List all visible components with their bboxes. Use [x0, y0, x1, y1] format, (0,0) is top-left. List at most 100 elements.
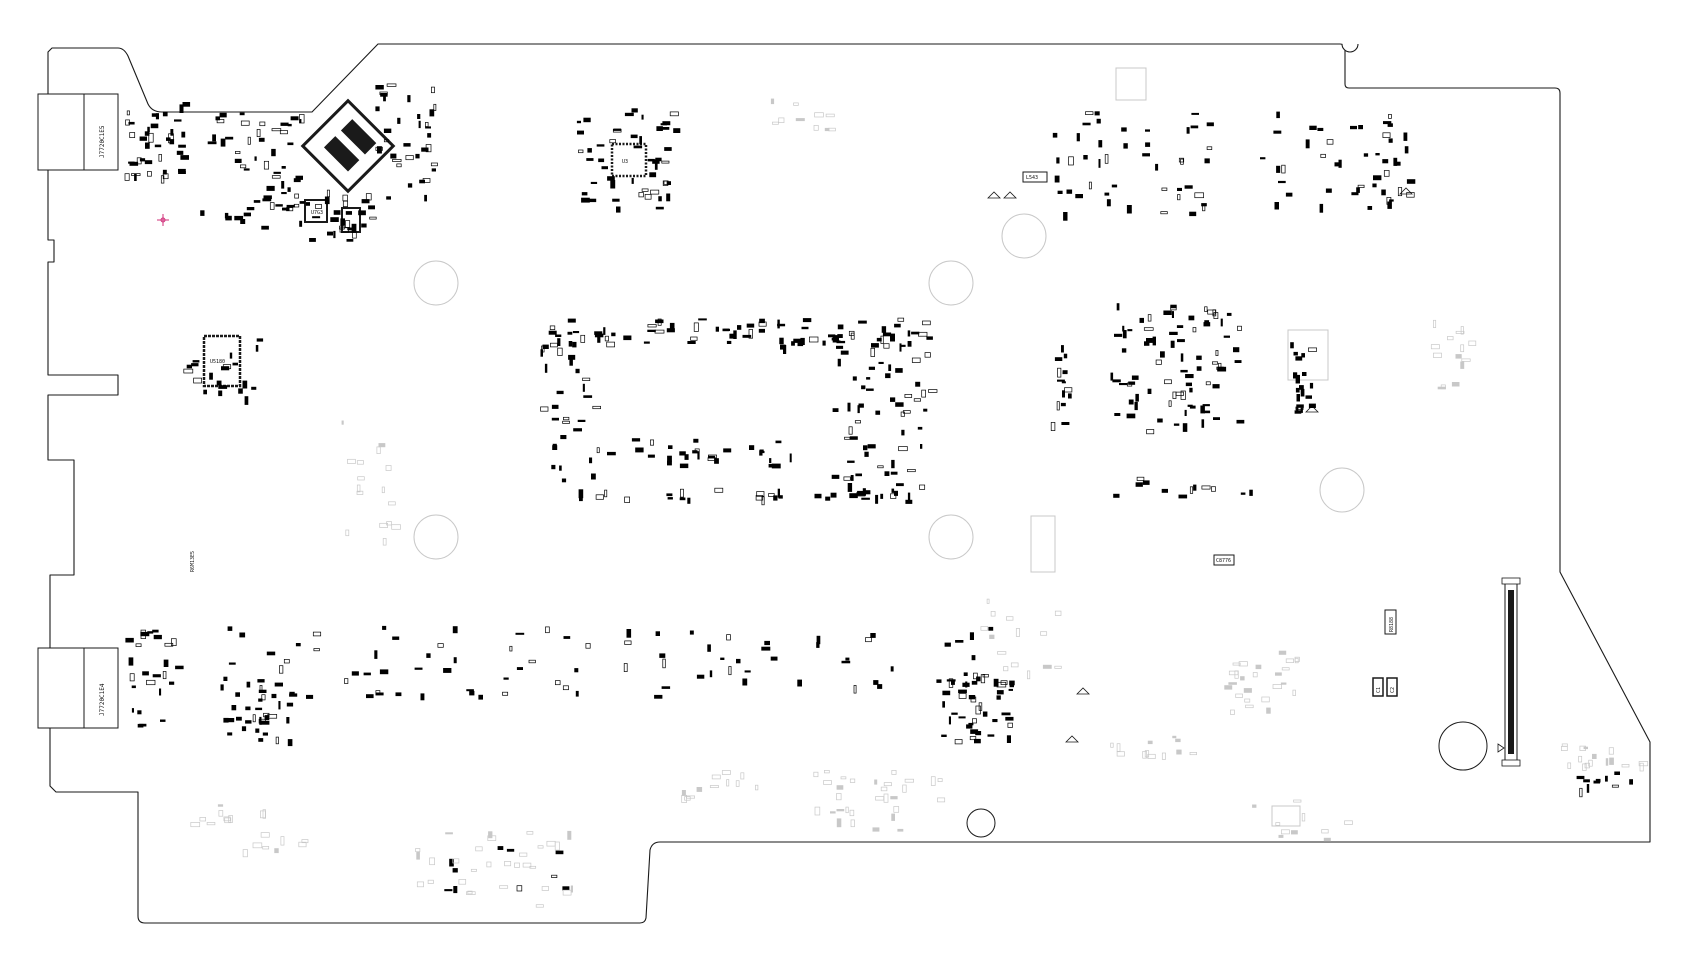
component-footprint — [1062, 371, 1068, 375]
component-footprint — [216, 380, 222, 386]
component-footprint — [415, 153, 420, 159]
component-footprint — [1291, 830, 1298, 835]
component-footprint — [1363, 153, 1369, 157]
component-footprint — [937, 778, 943, 782]
component-footprint — [586, 158, 594, 161]
component-footprint — [548, 330, 557, 335]
edge-connector-right — [1497, 577, 1521, 767]
component-footprint — [466, 689, 474, 692]
component-footprint — [837, 358, 841, 367]
component-footprint — [779, 337, 784, 345]
component-footprint — [555, 334, 562, 337]
component-footprint — [255, 707, 263, 711]
component-footprint — [1217, 366, 1227, 372]
component-footprint — [852, 376, 857, 381]
component-footprint — [506, 848, 515, 852]
component-footprint — [261, 694, 266, 701]
r-right-lower-label: R8188 — [1389, 617, 1395, 632]
component-footprint — [1128, 381, 1136, 385]
component-footprint — [1447, 336, 1454, 341]
component-footprint — [191, 363, 199, 367]
component-footprint — [973, 672, 978, 680]
component-footprint — [260, 832, 270, 838]
component-footprint — [631, 108, 638, 113]
component-footprint — [1098, 140, 1103, 148]
component-footprint — [1121, 348, 1127, 353]
component-footprint — [687, 341, 696, 344]
component-footprint — [664, 147, 672, 151]
component-footprint — [1176, 325, 1184, 328]
component-footprint — [1383, 170, 1390, 177]
component-footprint — [217, 804, 224, 807]
component-footprint — [375, 106, 380, 112]
component-footprint — [259, 716, 262, 725]
component-footprint — [562, 886, 570, 891]
component-footprint — [836, 345, 844, 349]
component-footprint — [1243, 688, 1252, 693]
component-footprint — [358, 210, 366, 216]
component-footprint — [726, 779, 730, 787]
component-footprint — [1579, 787, 1583, 798]
component-footprint — [1076, 133, 1080, 142]
component-footprint — [816, 635, 821, 645]
component-footprint — [561, 478, 567, 483]
component-footprint — [1054, 175, 1060, 183]
component-footprint — [1155, 163, 1159, 171]
component-footprint — [378, 443, 386, 448]
component-footprint — [679, 451, 686, 456]
component-footprint — [1351, 192, 1359, 196]
component-footprint — [145, 142, 150, 149]
component-footprint — [390, 153, 397, 159]
component-footprint — [252, 714, 256, 723]
component-footprint — [502, 691, 509, 696]
component-footprint — [1184, 185, 1193, 189]
component-footprint — [1235, 693, 1243, 698]
component-footprint — [169, 139, 175, 145]
component-footprint — [890, 471, 898, 475]
component-footprint — [1003, 666, 1009, 672]
component-footprint — [924, 352, 931, 358]
component-footprint — [1000, 680, 1008, 685]
bga-chip-left — [300, 98, 396, 194]
component-footprint — [430, 162, 438, 167]
component-footprint — [1294, 410, 1302, 414]
component-footprint — [1215, 350, 1219, 356]
component-footprint — [540, 406, 549, 412]
component-footprint — [256, 129, 261, 137]
component-footprint — [1218, 362, 1222, 369]
usb-connector-bottom: J7720C1E4 — [37, 647, 119, 729]
component-footprint — [556, 390, 564, 395]
component-footprint — [175, 665, 184, 670]
component-footprint — [1175, 738, 1181, 743]
component-footprint — [540, 349, 543, 357]
component-footprint — [941, 734, 947, 737]
component-footprint — [1206, 122, 1214, 127]
component-footprint — [306, 694, 314, 699]
component-footprint — [324, 196, 330, 205]
component-footprint — [847, 402, 851, 412]
component-footprint — [681, 790, 686, 796]
component-footprint — [601, 166, 608, 170]
component-footprint — [631, 438, 641, 442]
component-footprint — [778, 495, 783, 499]
component-footprint — [125, 119, 130, 126]
component-footprint — [305, 202, 310, 206]
component-footprint — [1293, 799, 1302, 803]
component-footprint — [254, 156, 257, 161]
component-footprint — [569, 359, 573, 366]
component-footprint — [269, 202, 275, 210]
component-footprint — [975, 705, 981, 715]
component-footprint — [374, 650, 378, 659]
component-footprint — [131, 685, 136, 689]
component-footprint — [942, 690, 951, 696]
component-footprint — [1145, 142, 1151, 147]
component-footprint — [178, 171, 186, 174]
component-footprint — [259, 121, 266, 127]
component-footprint — [824, 770, 830, 774]
component-footprint — [342, 194, 348, 202]
component-footprint — [958, 689, 967, 694]
component-footprint — [877, 465, 884, 469]
component-footprint — [1244, 698, 1251, 703]
component-footprint — [761, 496, 765, 506]
component-footprint — [1357, 184, 1365, 188]
